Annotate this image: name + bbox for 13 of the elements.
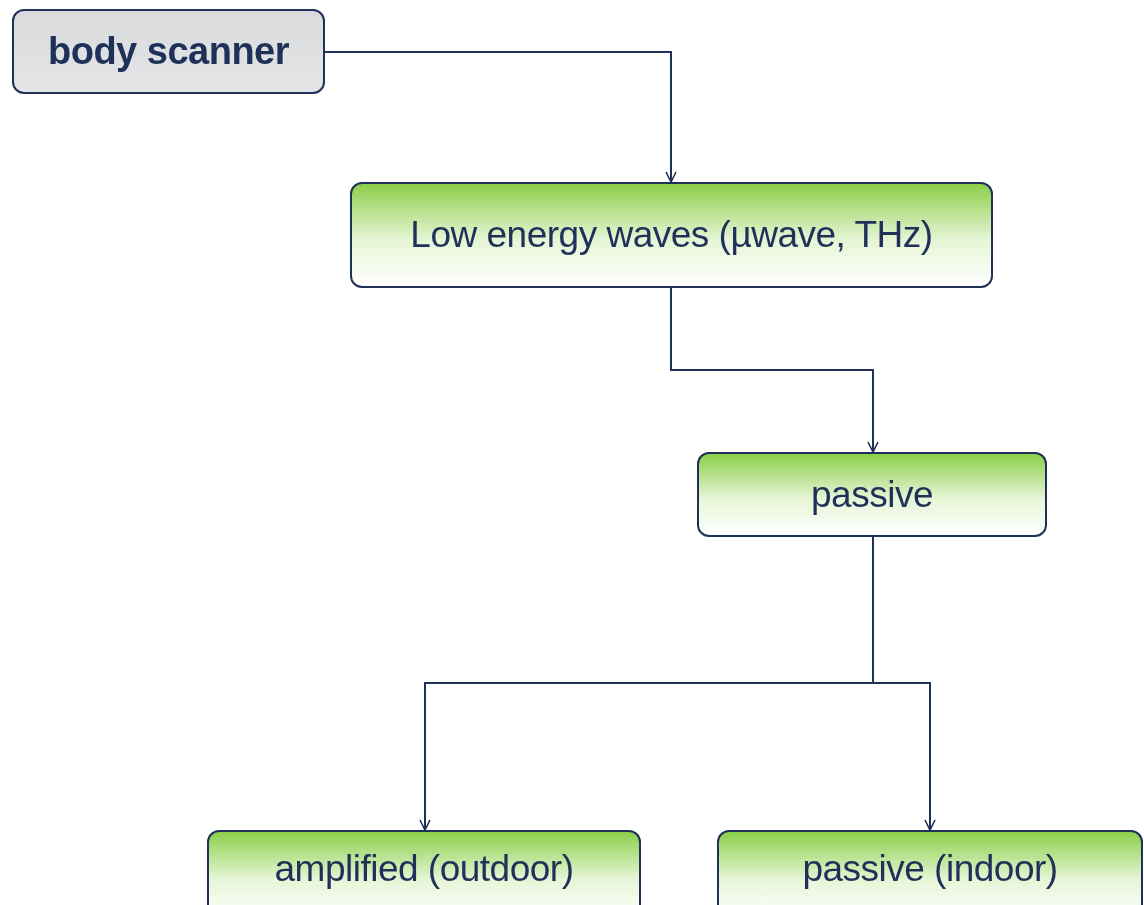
process-box bbox=[12, 9, 325, 94]
process-box bbox=[207, 830, 641, 905]
process-box bbox=[717, 830, 1143, 905]
arrow bbox=[670, 287, 879, 453]
box-label: Low energy waves (µwave, THz) bbox=[410, 214, 933, 256]
process-box bbox=[350, 182, 993, 288]
box-label: body scanner bbox=[47, 30, 290, 73]
box-label: passive bbox=[811, 473, 933, 516]
arrow bbox=[324, 51, 677, 183]
box-label: amplified (outdoor) bbox=[274, 848, 574, 890]
process-box bbox=[697, 452, 1047, 537]
box-label: passive (indoor) bbox=[802, 848, 1058, 890]
arrow bbox=[872, 536, 936, 831]
